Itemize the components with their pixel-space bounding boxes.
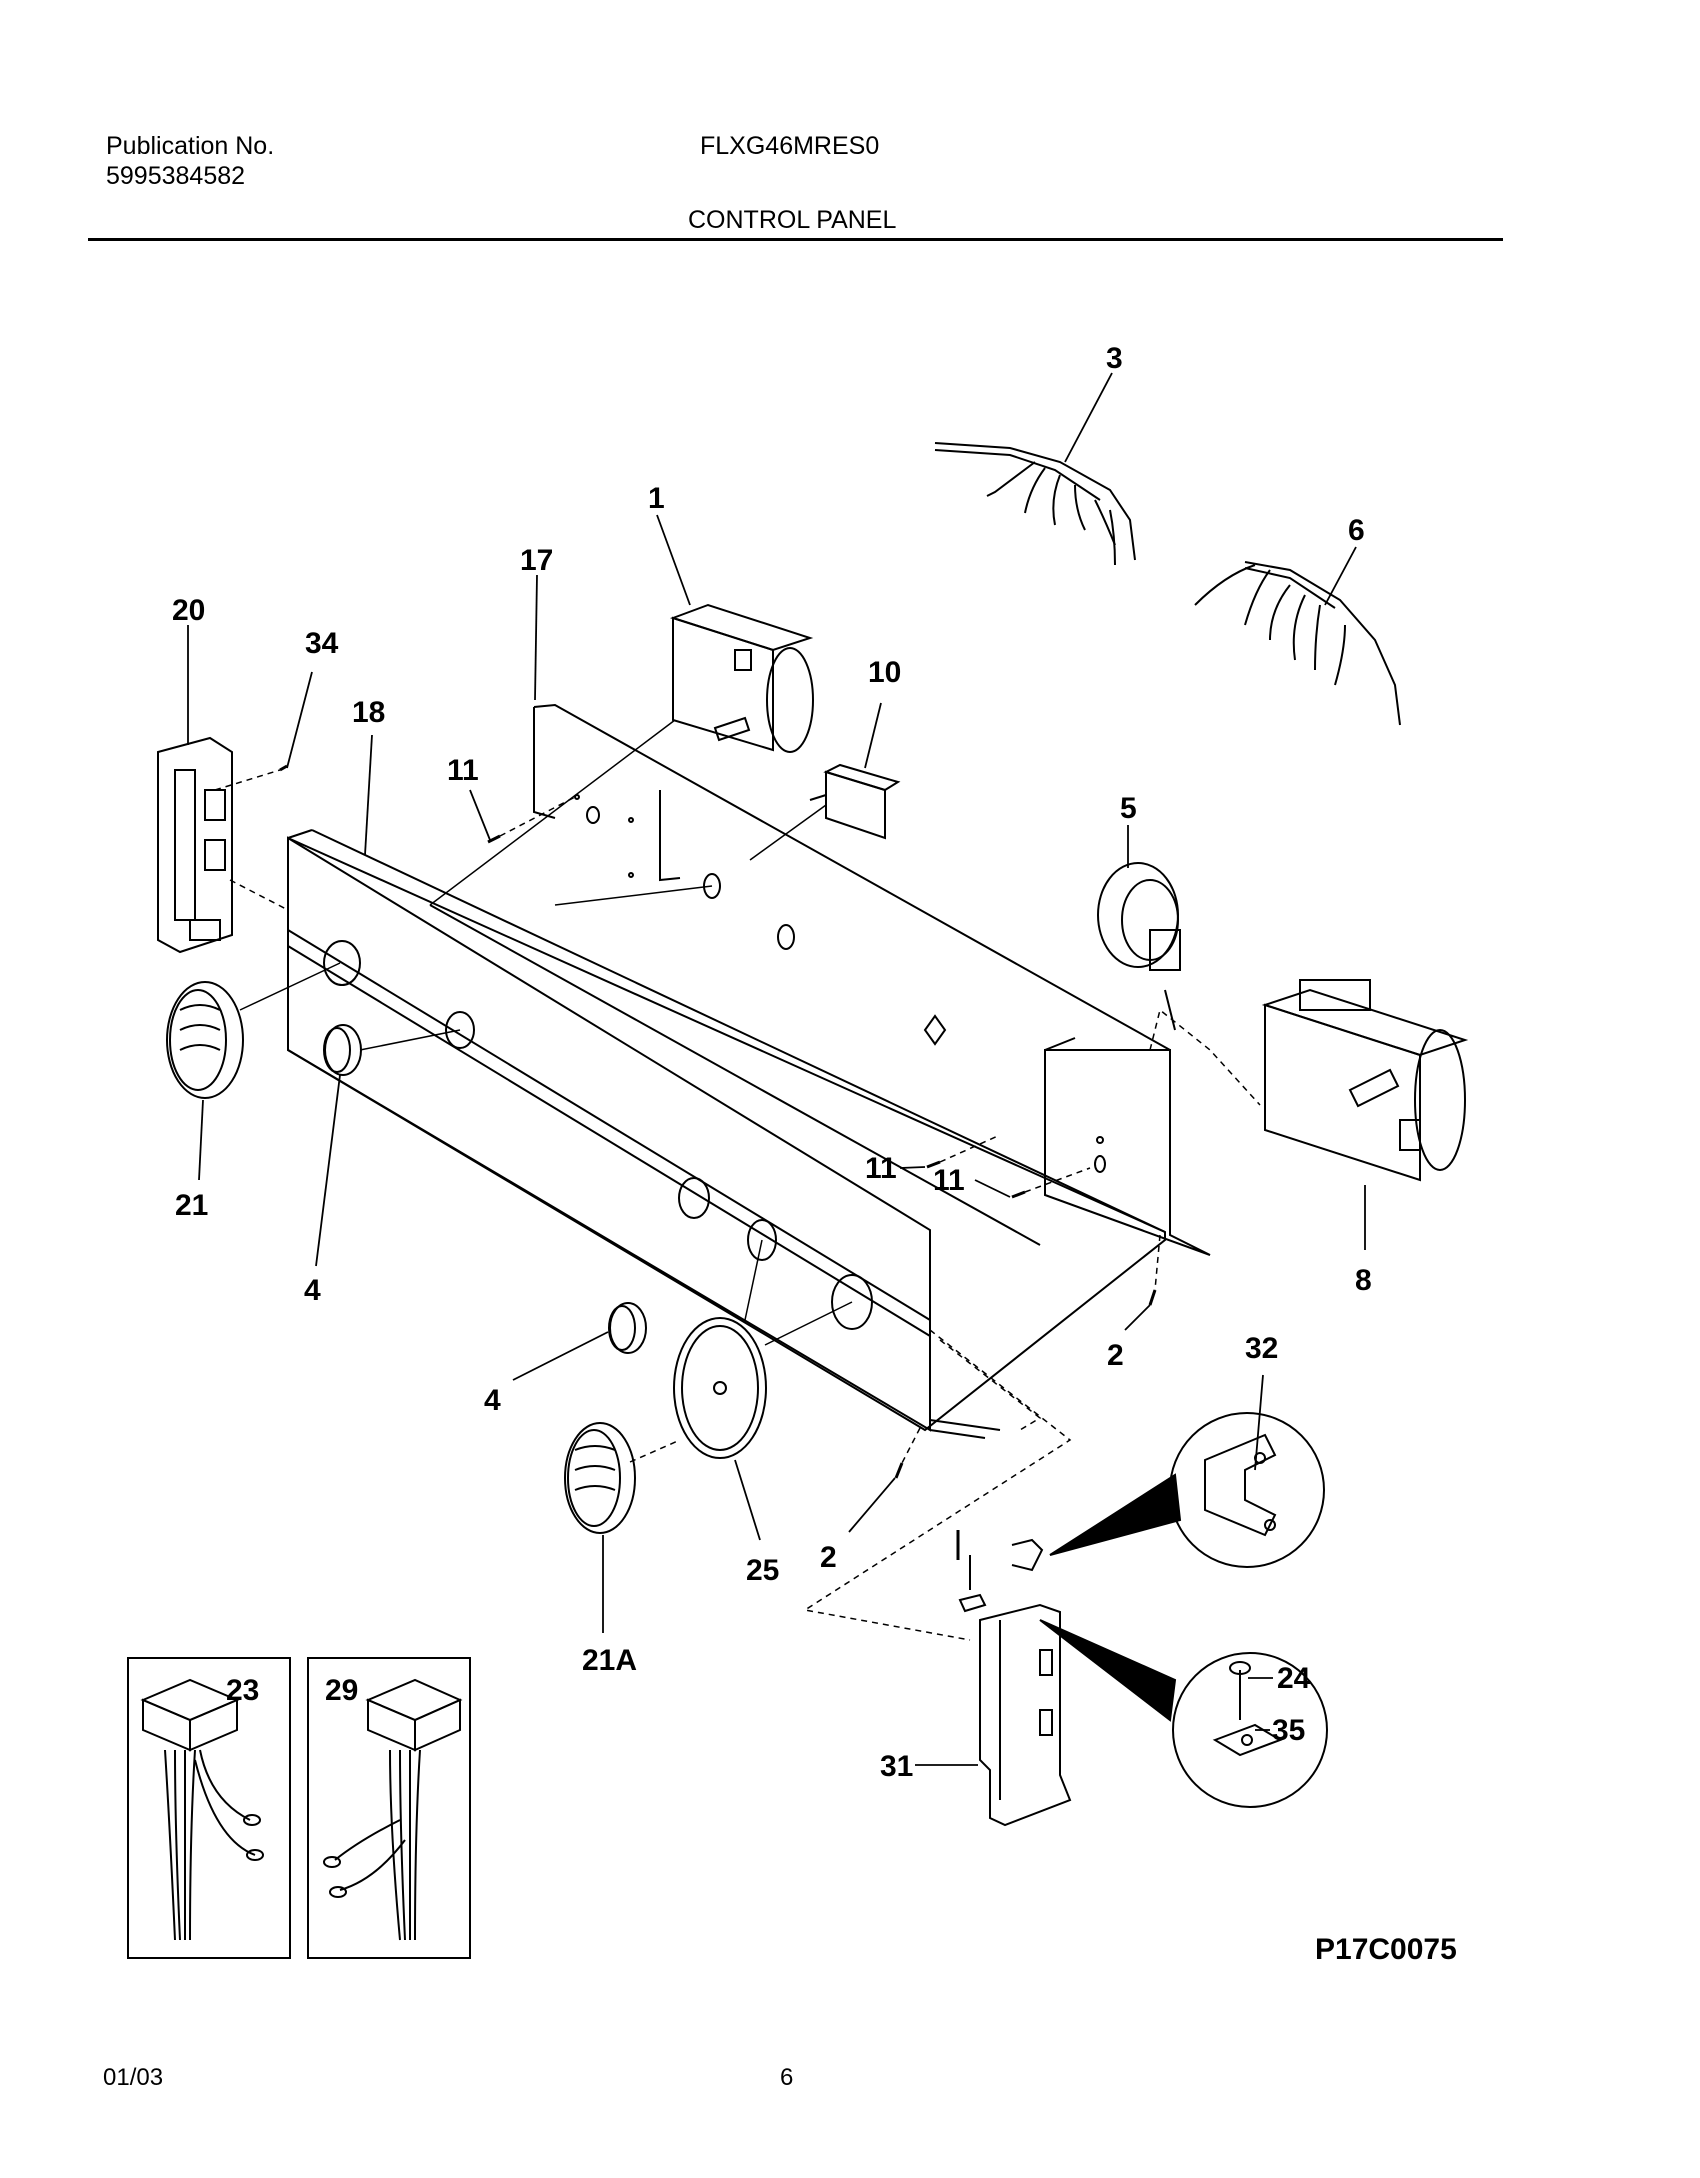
footer-date: 01/03 <box>103 2064 164 2091</box>
callout-labels: 1 2 2 3 4 4 5 6 8 10 11 11 11 17 18 20 2… <box>172 342 1372 1783</box>
publication-label: Publication No. <box>106 132 275 160</box>
callout-21: 21 <box>175 1189 208 1222</box>
screws <box>279 764 1157 1560</box>
wire-harness-6 <box>1194 561 1401 726</box>
callout-6: 6 <box>1348 514 1365 547</box>
callout-8: 8 <box>1355 1264 1372 1297</box>
callout-20: 20 <box>172 594 205 627</box>
alignment-solid-lines <box>239 719 853 1346</box>
selector-switch <box>809 763 901 840</box>
callout-11-middle: 11 <box>865 1152 897 1185</box>
callout-29: 29 <box>325 1674 358 1707</box>
callout-21a: 21A <box>582 1644 637 1677</box>
knob-21a <box>564 1422 636 1534</box>
rear-plate <box>429 703 1171 1246</box>
motor-unit <box>1261 979 1469 1182</box>
detail-circle-32 <box>1169 1412 1325 1568</box>
footer-page-number: 6 <box>780 2064 794 2091</box>
callout-11-lower: 11 <box>933 1164 965 1197</box>
timer <box>669 603 814 753</box>
callout-leaders <box>187 372 1366 1766</box>
header-rule <box>88 238 1503 241</box>
detail-circle-24-35 <box>1172 1652 1328 1808</box>
callout-25: 25 <box>746 1554 779 1587</box>
callout-24: 24 <box>1277 1662 1311 1695</box>
figure-reference: P17C0075 <box>1315 1933 1457 1966</box>
callout-34: 34 <box>305 627 339 660</box>
callout-5: 5 <box>1120 792 1137 825</box>
callout-3: 3 <box>1106 342 1123 375</box>
inset-23 <box>127 1657 291 1959</box>
model-number: FLXG46MRES0 <box>700 132 880 160</box>
callout-4-middle: 4 <box>484 1384 501 1417</box>
publication-number: 5995384582 <box>106 162 246 190</box>
callout-1: 1 <box>648 482 665 515</box>
callout-4-left: 4 <box>304 1274 321 1307</box>
detail-pointer-32 <box>1049 1473 1182 1556</box>
console-panel <box>287 829 1166 1439</box>
callout-31: 31 <box>880 1750 913 1783</box>
callout-17: 17 <box>520 544 553 577</box>
callout-2-lower: 2 <box>820 1541 837 1574</box>
callout-32: 32 <box>1245 1332 1278 1365</box>
detail-pointer-24-35 <box>1039 1619 1177 1722</box>
right-end-bracket <box>1044 1037 1211 1256</box>
clip-32-small <box>958 1538 1044 1613</box>
callout-35: 35 <box>1272 1714 1305 1747</box>
inset-29 <box>307 1657 471 1959</box>
small-knob-4-bottom <box>608 1302 647 1354</box>
alignment-lines <box>214 769 1261 1641</box>
left-end-cap <box>157 736 233 954</box>
wire-harness-3 <box>934 442 1136 566</box>
knob-21 <box>166 981 244 1099</box>
callout-18: 18 <box>352 696 385 729</box>
section-title: CONTROL PANEL <box>688 206 897 234</box>
right-end-cap <box>979 1603 1072 1827</box>
rotary-switch <box>1097 862 1181 1031</box>
callout-10: 10 <box>868 656 901 689</box>
knob-skirt-25 <box>673 1317 767 1459</box>
callout-11-top: 11 <box>447 754 479 787</box>
callout-23: 23 <box>226 1674 259 1707</box>
callout-2-right: 2 <box>1107 1339 1124 1372</box>
